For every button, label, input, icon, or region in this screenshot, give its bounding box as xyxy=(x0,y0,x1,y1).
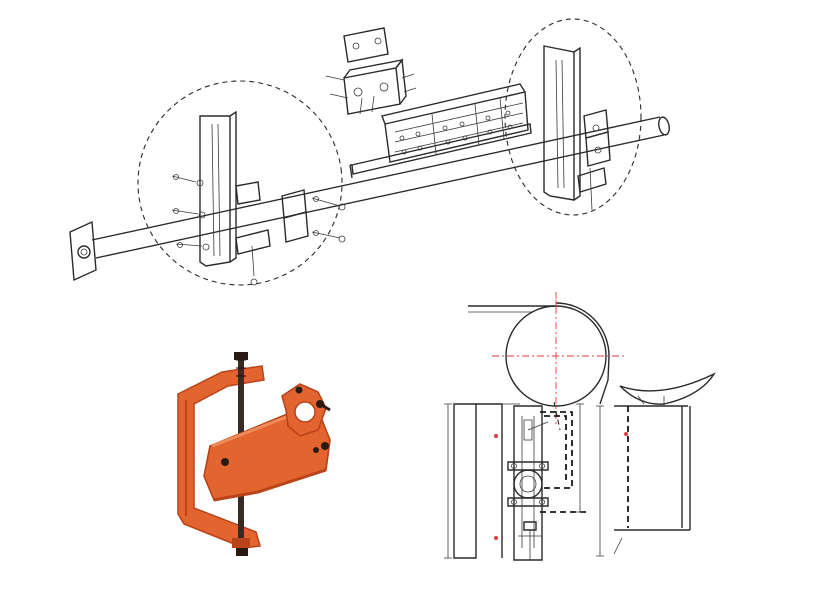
blade-outline xyxy=(540,401,573,489)
installation-drawing xyxy=(444,292,716,561)
side-view-chute xyxy=(614,372,716,531)
dimension-lines xyxy=(444,403,623,559)
left-detail-circle xyxy=(137,80,343,286)
left-bolt-set xyxy=(171,174,346,251)
left-frame xyxy=(453,403,520,559)
exploded-clamp-plate xyxy=(343,27,389,63)
main-shaft xyxy=(91,116,670,259)
exploded-assembly xyxy=(69,18,670,286)
left-shaft-clamp xyxy=(235,181,309,286)
drawing-shaft-clamp xyxy=(507,461,588,560)
right-detail-circle xyxy=(504,18,642,216)
pulley-centerlines xyxy=(492,292,626,424)
left-mounting-bracket xyxy=(199,110,237,267)
right-shaft-clamp xyxy=(577,109,611,211)
c-frame xyxy=(177,365,265,549)
tensioner-photo xyxy=(177,352,331,556)
belt-wrap xyxy=(555,302,610,405)
end-plate xyxy=(69,220,97,282)
exploded-clamp-block xyxy=(325,58,417,115)
drawing-bracket xyxy=(513,405,549,561)
scraper-blade-bar xyxy=(349,83,532,179)
right-mounting-bracket xyxy=(543,45,581,201)
tensioner-bolts xyxy=(221,386,331,466)
